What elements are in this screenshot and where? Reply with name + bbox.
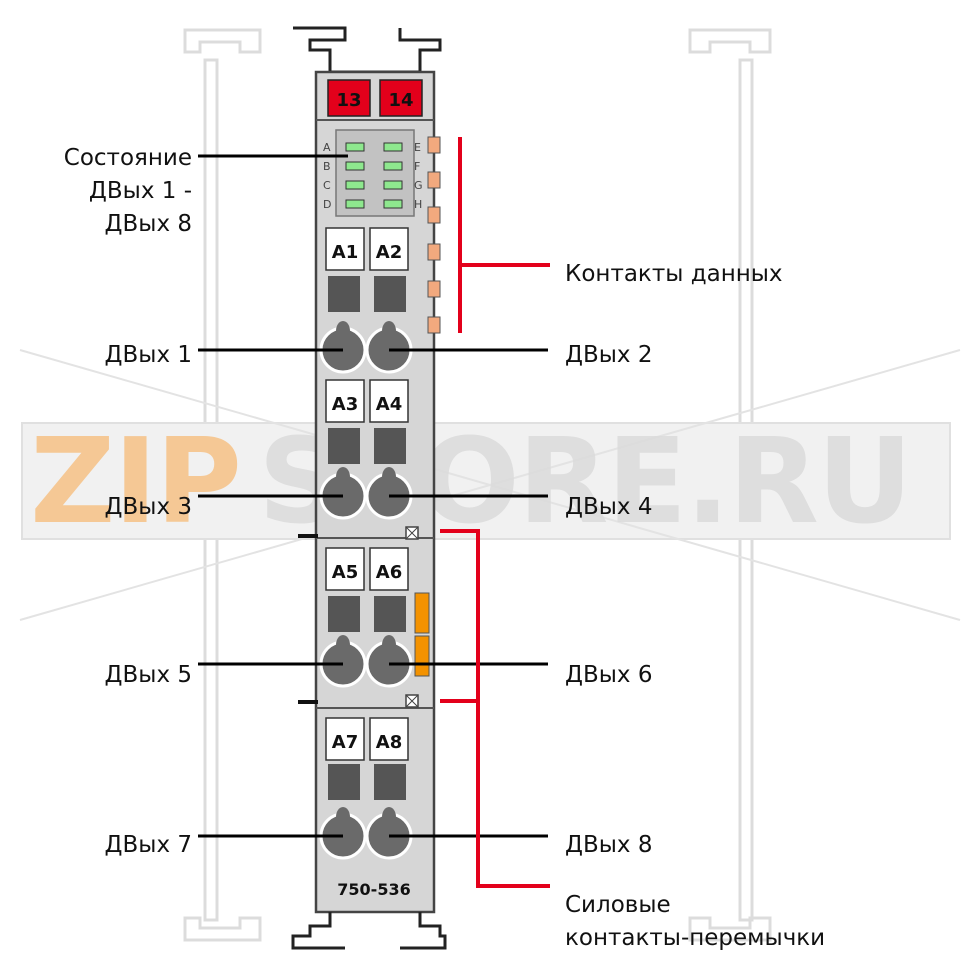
bottom-clip: [291, 912, 447, 950]
led-panel: A B C D E F G H: [323, 129, 423, 217]
terminal-label-a6: A6: [376, 562, 402, 583]
terminal-label-a4: A4: [376, 394, 402, 415]
led-h: [383, 199, 403, 209]
led-c: [345, 180, 365, 190]
red-brackets: [440, 137, 550, 888]
terminal-label-a3: A3: [332, 394, 358, 415]
label-output-1: ДВых 1: [105, 342, 192, 368]
label-output-6: ДВых 6: [565, 662, 652, 688]
label-output-2: ДВых 2: [565, 342, 652, 368]
label-output-8: ДВых 8: [565, 832, 652, 858]
led-letter-d: D: [323, 198, 331, 211]
led-f: [383, 161, 403, 171]
terminal-label-a8: A8: [376, 732, 402, 753]
label-output-3: ДВых 3: [105, 494, 192, 520]
led-letter-a: A: [323, 141, 331, 154]
top-markers: 13 14: [327, 79, 423, 117]
led-g: [383, 180, 403, 190]
led-a: [345, 142, 365, 152]
terminal-label-a7: A7: [332, 732, 358, 753]
watermark-left: ZIP: [30, 412, 240, 550]
led-b: [345, 161, 365, 171]
led-letter-g: G: [414, 179, 423, 192]
terminal-label-a1: A1: [332, 242, 358, 263]
label-status-line1: Состояние: [64, 145, 192, 171]
label-output-5: ДВых 5: [105, 662, 192, 688]
led-letter-h: H: [414, 198, 422, 211]
label-output-7: ДВых 7: [105, 832, 192, 858]
terminal-group-4: A7 A8: [319, 717, 413, 860]
terminal-label-a5: A5: [332, 562, 358, 583]
callout-lines: [198, 154, 548, 838]
led-d: [345, 199, 365, 209]
led-e: [383, 142, 403, 152]
label-data-contacts: Контакты данных: [565, 261, 783, 287]
led-letter-f: F: [414, 160, 420, 173]
label-status-line3: ДВых 8: [105, 211, 192, 237]
left-tick-marks: [298, 534, 318, 704]
label-status-line2: ДВых 1 -: [89, 178, 192, 204]
marker-14: 14: [388, 90, 413, 111]
led-letter-c: C: [323, 179, 331, 192]
label-power-jumpers-line1: Силовые: [565, 892, 671, 918]
label-output-4: ДВых 4: [565, 494, 652, 520]
power-jumper-contacts: [405, 526, 430, 708]
label-power-jumpers-line2: контакты-перемычки: [565, 925, 825, 951]
part-number: 750-536: [337, 880, 410, 899]
led-letter-b: B: [323, 160, 331, 173]
led-letter-e: E: [414, 141, 421, 154]
callout-labels: Состояние ДВых 1 - ДВых 8 Контакты данны…: [64, 145, 825, 951]
watermark: ZIP STORE.RU: [19, 349, 961, 621]
top-clip: [293, 26, 442, 74]
marker-13: 13: [336, 90, 361, 111]
data-contacts: [427, 136, 441, 334]
terminal-label-a2: A2: [376, 242, 402, 263]
